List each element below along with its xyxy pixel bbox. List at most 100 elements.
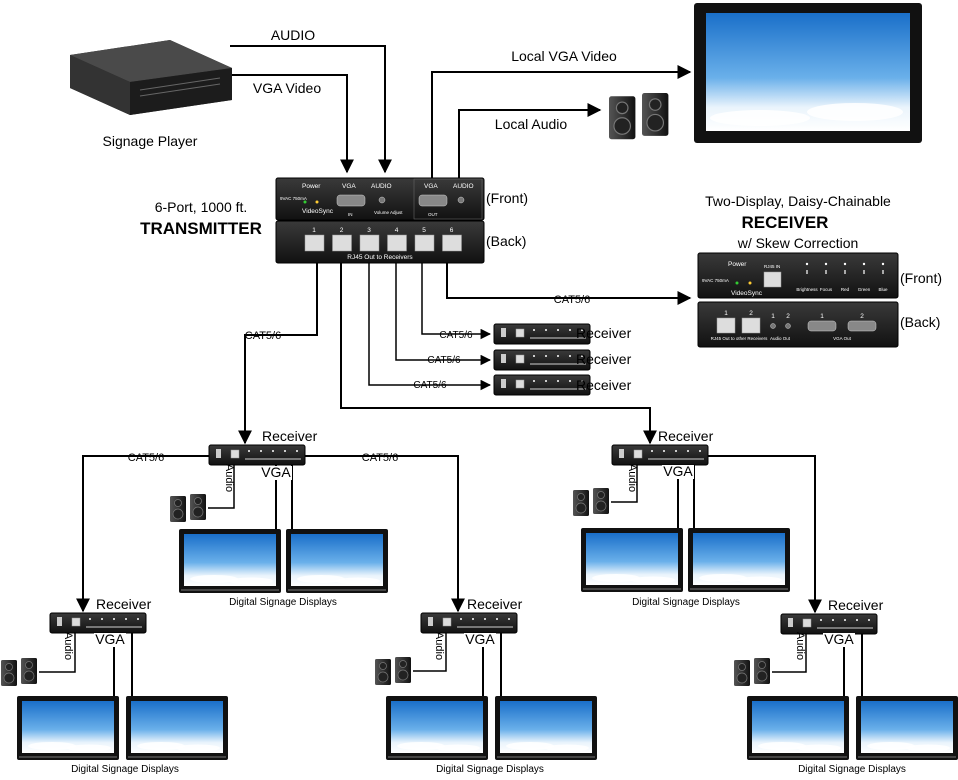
receiver-title-line2: RECEIVER — [742, 213, 829, 232]
local-display — [694, 3, 922, 143]
audio-label: Audio — [626, 464, 638, 492]
svg-text:2: 2 — [860, 313, 864, 320]
transmitter-front-label: (Front) — [486, 190, 528, 206]
cat-label: CAT5/6 — [128, 452, 164, 464]
receiver-label: Receiver — [96, 596, 152, 612]
mini-receiver — [49, 612, 147, 634]
svg-text:CAT5/6: CAT5/6 — [245, 330, 281, 342]
rj45-port — [332, 234, 352, 252]
digital-signage-display — [581, 528, 683, 592]
svg-text:OUT: OUT — [428, 212, 438, 217]
receiver-front-panel: Power 9VAC 750mA VideoSync RJ45 IN Brigh… — [697, 252, 899, 299]
audio-label: Audio — [223, 464, 235, 492]
speaker-pair — [733, 657, 771, 687]
receiver-title-line3: w/ Skew Correction — [737, 235, 859, 251]
digital-signage-display — [17, 696, 119, 760]
svg-text:Power: Power — [728, 261, 747, 268]
receiver-control-label: Brightness — [796, 287, 818, 292]
transmitter-title-line2: TRANSMITTER — [140, 219, 262, 238]
rj45-port — [387, 234, 407, 252]
displays-caption: Digital Signage Displays — [632, 597, 740, 608]
receiver-control-label: Green — [858, 287, 871, 292]
rj45-port — [359, 234, 380, 252]
svg-text:VideoSync: VideoSync — [731, 290, 763, 297]
signage-player — [70, 40, 232, 115]
mini-receiver — [611, 444, 709, 466]
svg-text:Volume Adjust: Volume Adjust — [374, 210, 403, 215]
svg-text:CAT5/6: CAT5/6 — [427, 355, 461, 366]
displays-caption: Digital Signage Displays — [798, 764, 906, 775]
speaker-pair — [374, 656, 412, 686]
signage-player-label: Signage Player — [103, 133, 198, 149]
svg-text:1: 1 — [820, 313, 824, 320]
audio-label: Audio — [62, 632, 74, 660]
digital-signage-display — [386, 696, 488, 760]
svg-text:RJ45 IN: RJ45 IN — [764, 264, 780, 269]
local-vga-label: Local VGA Video — [511, 48, 617, 64]
digital-signage-display — [495, 696, 597, 760]
digital-signage-display — [179, 529, 281, 593]
speaker-pair — [0, 657, 38, 687]
receiver-label: Receiver — [658, 428, 714, 444]
svg-text:RJ45 Out to Receivers: RJ45 Out to Receivers — [347, 254, 413, 261]
vga-label: VGA — [663, 463, 693, 479]
daisy-chain-links: CAT5/6 CAT5/6 — [76, 452, 822, 614]
svg-text:RJ45 Out to other Receivers: RJ45 Out to other Receivers — [711, 336, 769, 341]
receiver-title-line1: Two-Display, Daisy-Chainable — [705, 193, 891, 209]
displays-caption: Digital Signage Displays — [436, 764, 544, 775]
svg-text:9VAC 750mA: 9VAC 750mA — [280, 196, 307, 201]
displays-caption: Digital Signage Displays — [229, 597, 337, 608]
rj45-port — [442, 234, 462, 252]
cat-label: CAT5/6 — [362, 452, 398, 464]
vga-label: VGA — [465, 631, 495, 647]
receiver-back-label: (Back) — [900, 314, 940, 330]
svg-text:VGA: VGA — [342, 183, 356, 190]
rj45-port — [414, 234, 435, 252]
audio-label: Audio — [794, 632, 806, 660]
digital-signage-display — [856, 696, 958, 760]
receiver-label: Receiver — [467, 596, 523, 612]
receiver-control-label: Blue — [878, 287, 888, 292]
svg-text:CAT5/6: CAT5/6 — [439, 330, 473, 341]
rj45-port — [304, 234, 325, 252]
vga-video-wire-label: VGA Video — [253, 80, 321, 96]
svg-text:2: 2 — [749, 310, 753, 317]
audio-wire-label: AUDIO — [271, 27, 315, 43]
svg-text:AUDIO: AUDIO — [453, 183, 474, 190]
vga-label: VGA — [261, 464, 291, 480]
digital-signage-display — [286, 529, 388, 593]
cat-label-detail: CAT5/6 — [554, 294, 590, 306]
svg-text:AUDIO: AUDIO — [371, 183, 392, 190]
displays-caption: Digital Signage Displays — [71, 764, 179, 775]
digital-signage-display — [747, 696, 849, 760]
transmitter-back-label: (Back) — [486, 233, 526, 249]
transmitter-port-number: 2 — [340, 227, 344, 234]
svg-text:Audio Out: Audio Out — [770, 336, 791, 341]
transmitter-port-number: 1 — [312, 227, 316, 234]
svg-text:IN: IN — [348, 212, 353, 217]
svg-text:Power: Power — [302, 183, 321, 190]
receiver-control-label: Focus — [820, 287, 833, 292]
receiver-front-label: (Front) — [900, 270, 942, 286]
mini-receiver — [208, 444, 306, 466]
transmitter-port-number: 6 — [450, 227, 454, 234]
transmitter-front-panel: Power 9VAC 750mA VideoSync VGA IN AUDIO … — [275, 177, 485, 221]
local-speakers — [608, 92, 670, 141]
svg-text:VGA: VGA — [424, 183, 438, 190]
digital-signage-display — [126, 696, 228, 760]
transmitter-port-number: 4 — [395, 227, 399, 234]
svg-text:9VAC 750mA: 9VAC 750mA — [702, 278, 729, 283]
svg-text:2: 2 — [786, 313, 790, 320]
vga-label: VGA — [95, 631, 125, 647]
transmitter-port-number: 3 — [367, 227, 371, 234]
audio-label: Audio — [433, 632, 445, 660]
speaker-pair — [169, 493, 207, 523]
